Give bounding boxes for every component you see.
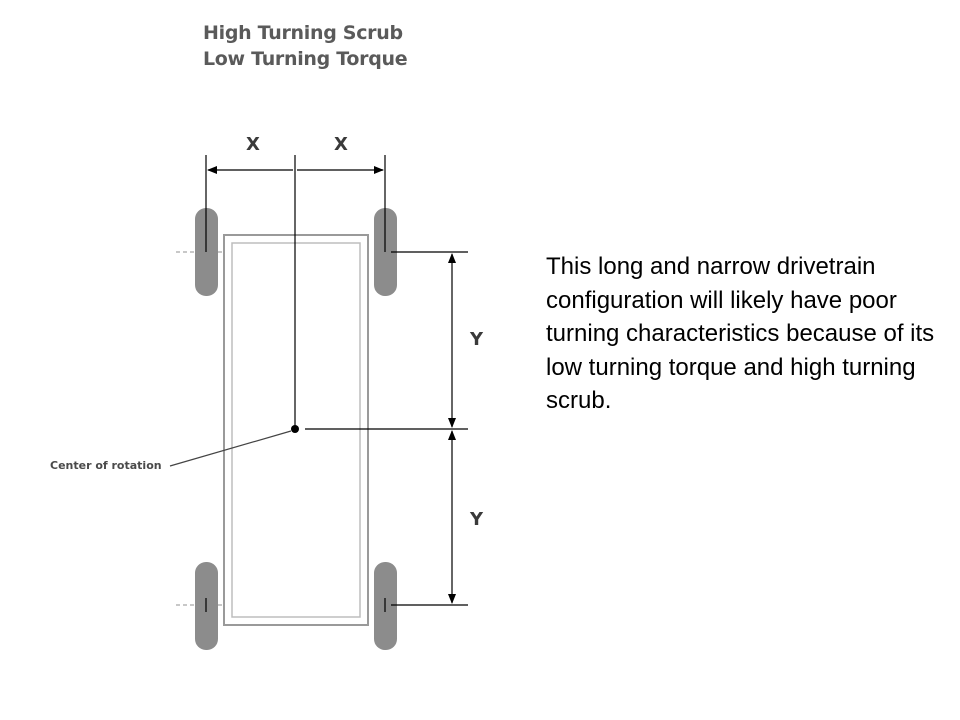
y-label-bottom: Y: [470, 509, 484, 530]
y-extension-lines: [305, 251, 468, 606]
title-line-1: High Turning Scrub: [203, 22, 403, 44]
center-of-rotation-dot: [291, 425, 299, 433]
diagram-title: High Turning Scrub Low Turning Torque: [203, 20, 408, 72]
axle-lines: [176, 251, 224, 606]
x-label-right: X: [334, 134, 348, 155]
x-label-left: X: [246, 134, 260, 155]
y-label-top: Y: [470, 329, 484, 350]
title-line-2: Low Turning Torque: [203, 48, 408, 70]
chassis-frame: [223, 234, 369, 626]
center-of-rotation-label: Center of rotation: [50, 459, 162, 472]
center-leader-line: [169, 430, 292, 467]
explanation-text: This long and narrow drivetrain configur…: [546, 253, 935, 414]
wheel-center-lines: [205, 155, 386, 612]
